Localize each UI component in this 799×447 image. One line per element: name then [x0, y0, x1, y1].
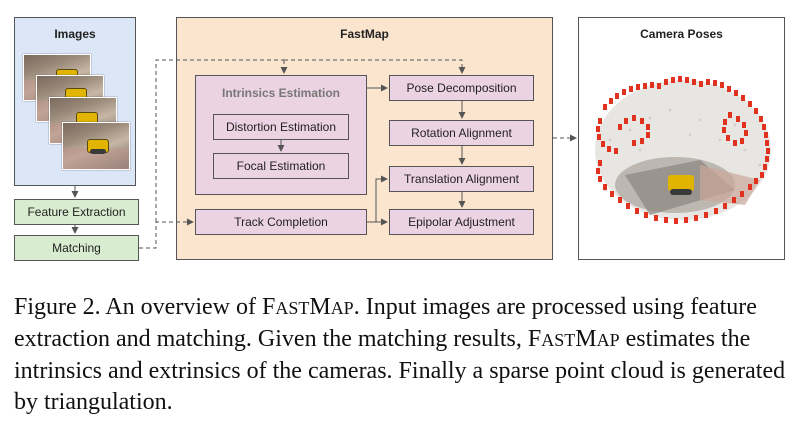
feature-extraction-box: Feature Extraction [14, 199, 139, 225]
caption-text-1: An overview of [100, 294, 262, 320]
fastmap-panel-title: FastMap [340, 27, 389, 41]
caption-text-3: estimates the intrinsics and extrinsics … [14, 326, 786, 415]
arrow-track-to-translation [367, 175, 388, 223]
caption-name2-m: M [575, 326, 597, 352]
intrinsics-estimation-title: Intrinsics Estimation [221, 86, 341, 100]
caption-name-m: M [309, 294, 331, 320]
arrow-to-pose-decomposition [284, 59, 466, 74]
figure-caption: Figure 2. An overview of FASTMAP. Input … [14, 292, 789, 418]
caption-name2-f: F [527, 326, 542, 352]
images-panel-title: Images [54, 27, 96, 41]
caption-name-ast: AST [275, 298, 310, 318]
rotation-alignment-box: Rotation Alignment [389, 120, 534, 146]
input-photo-4 [62, 122, 130, 170]
caption-name2-ap: AP [596, 330, 620, 350]
arrow-matching-to-track [139, 218, 194, 249]
dashed-route-top [155, 59, 284, 222]
caption-text-2: . Input images are processed using featu… [14, 294, 757, 352]
focal-estimation-box: Focal Estimation [213, 153, 349, 179]
matching-box: Matching [14, 235, 139, 261]
camera-pose-markers [596, 76, 770, 224]
translation-alignment-box: Translation Alignment [389, 166, 534, 192]
point-cloud-illustration [595, 80, 771, 220]
pose-decomposition-box: Pose Decomposition [389, 75, 534, 101]
caption-label: Figure 2. [14, 294, 101, 320]
caption-name2-ast: AST [541, 330, 576, 350]
track-completion-box: Track Completion [195, 209, 367, 235]
camera-poses-title: Camera Poses [640, 27, 723, 41]
caption-name-ap: AP [330, 298, 354, 318]
distortion-estimation-box: Distortion Estimation [213, 114, 349, 140]
epipolar-adjustment-box: Epipolar Adjustment [389, 209, 534, 235]
caption-name-f: F [261, 294, 276, 320]
camera-poses-panel: Camera Poses [578, 17, 785, 260]
